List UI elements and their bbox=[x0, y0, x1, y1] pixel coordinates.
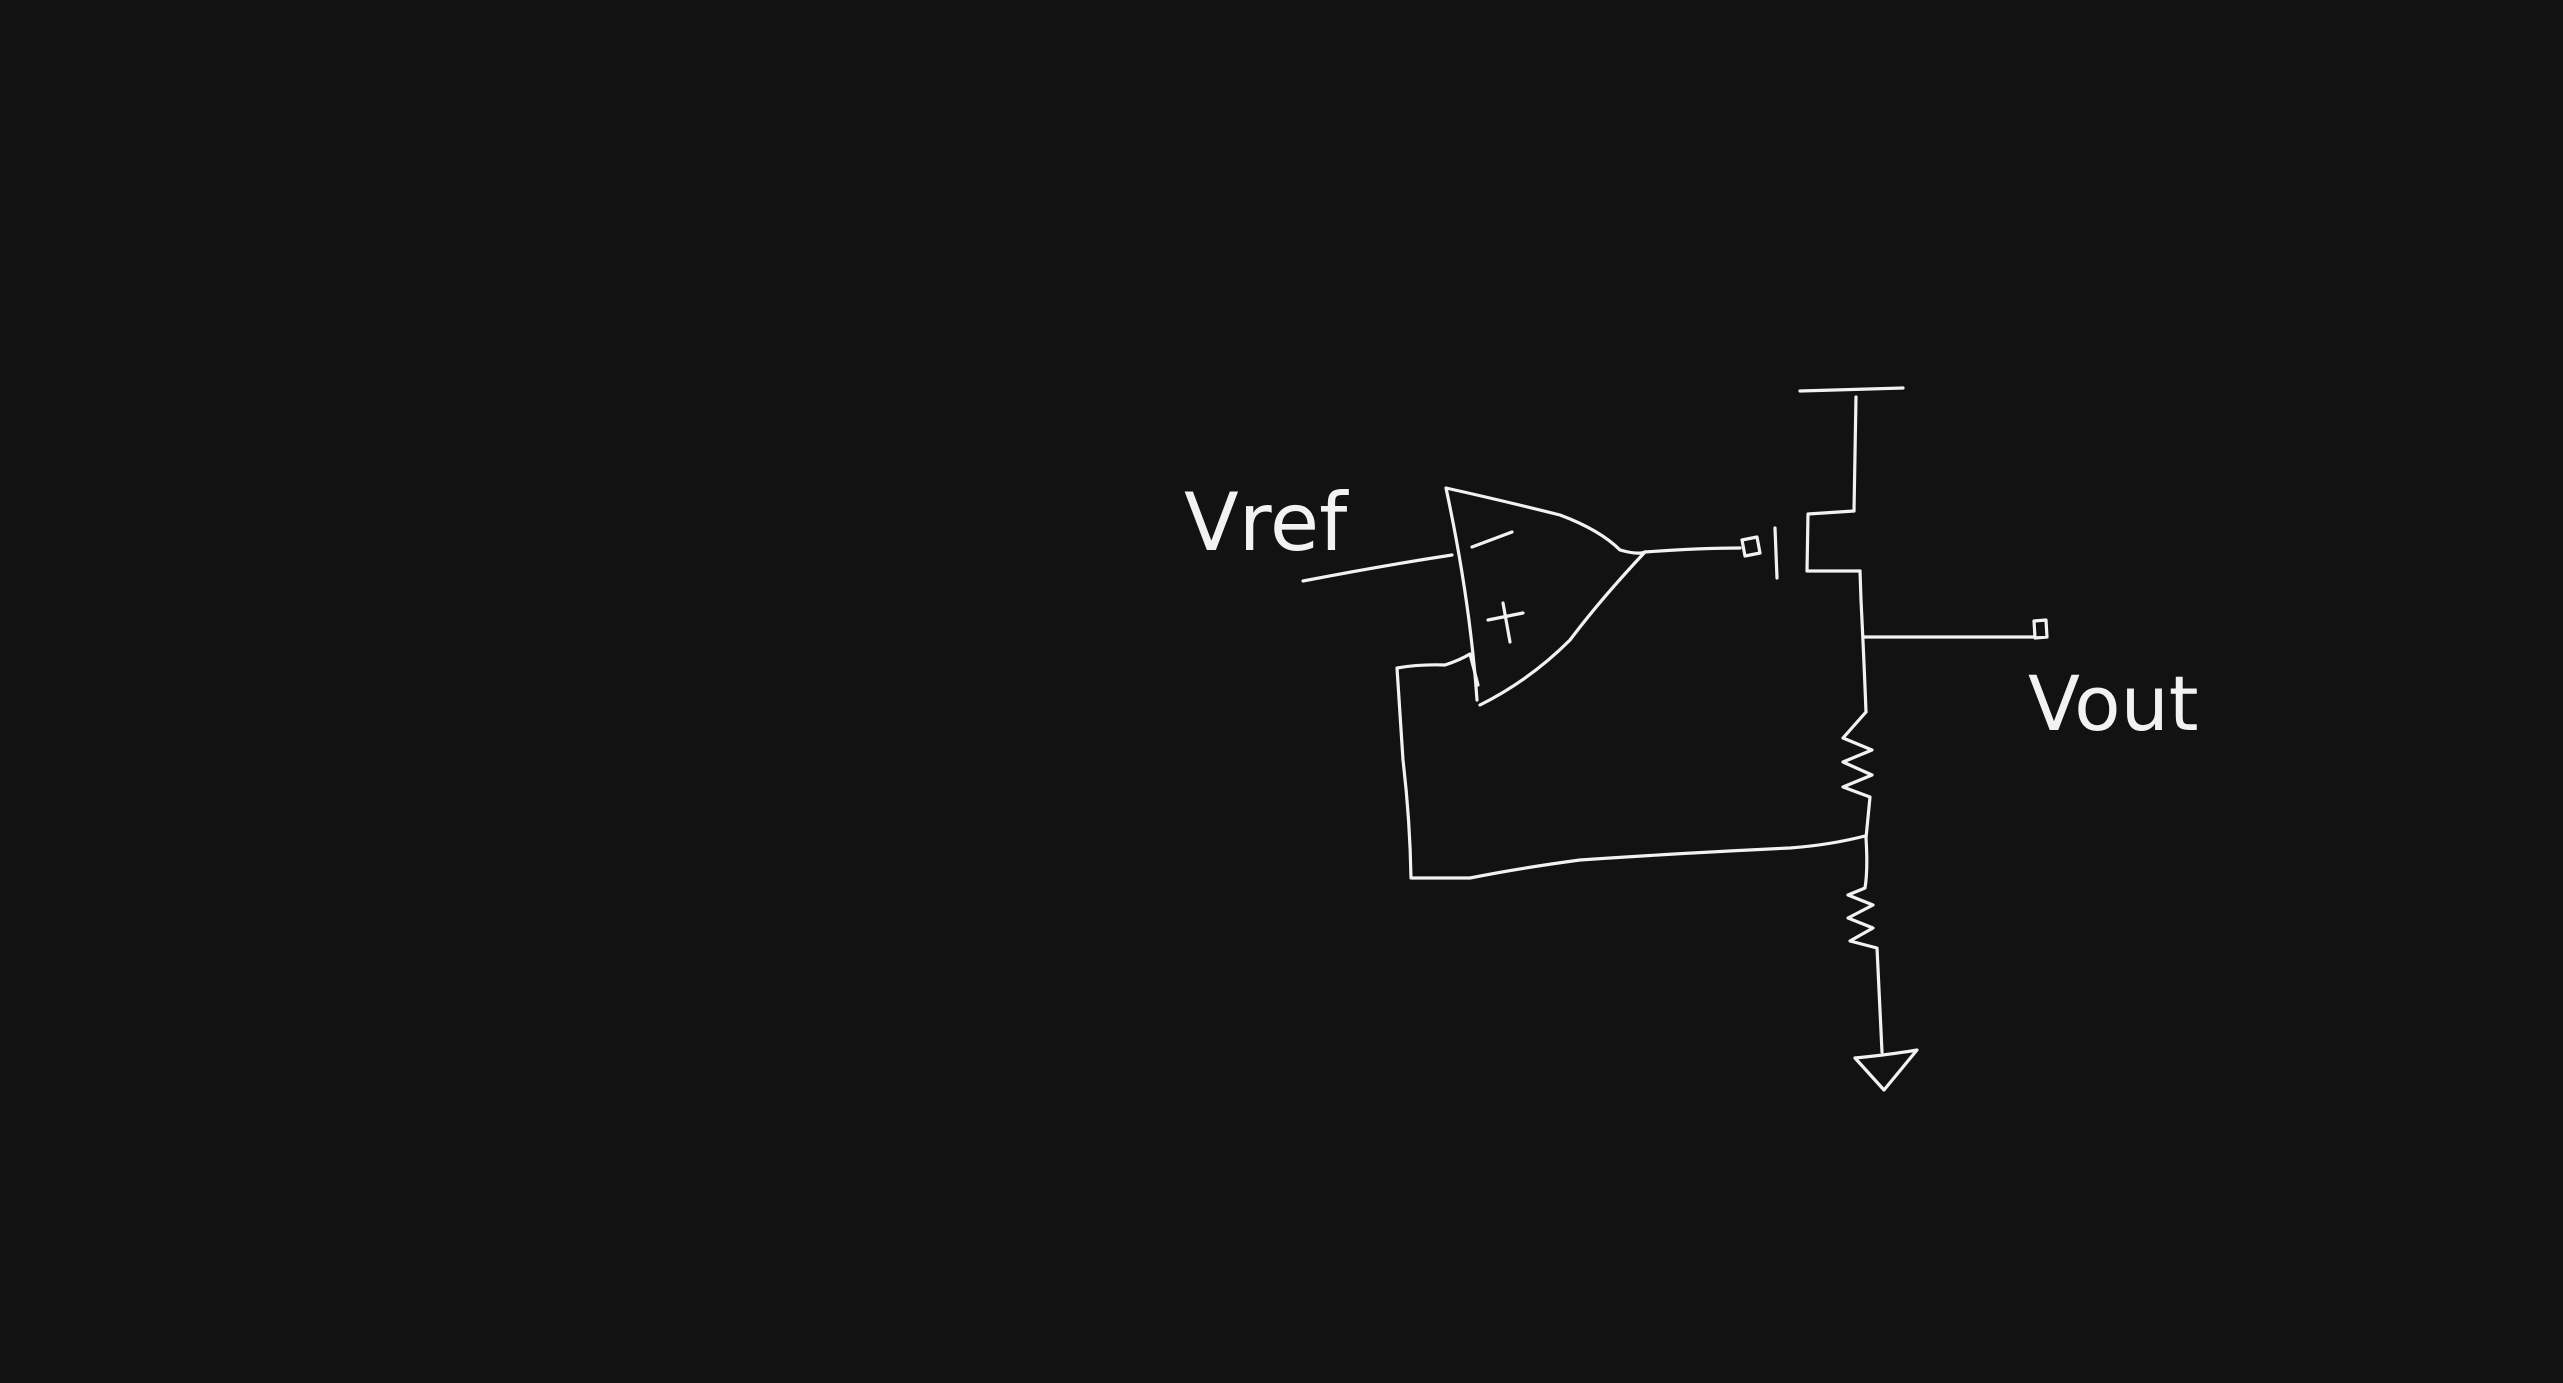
opamp-plus-sign bbox=[1486, 601, 1525, 644]
pmos-gate-bubble bbox=[1740, 535, 1762, 558]
opamp-output-wire bbox=[1643, 546, 1742, 554]
vout-terminal bbox=[2032, 618, 2049, 640]
pmos-channel bbox=[1805, 509, 1862, 573]
upper-resistor bbox=[1841, 710, 1874, 840]
vref-label: Vref bbox=[1184, 476, 1349, 569]
feedback-wire bbox=[1395, 652, 1867, 880]
vref-input-wire bbox=[1301, 553, 1454, 583]
pmos-gate-plate bbox=[1773, 526, 1779, 580]
lower-resistor bbox=[1846, 836, 1884, 1054]
opamp-minus-sign bbox=[1470, 530, 1514, 549]
drain-wire bbox=[1858, 569, 1868, 714]
vout-label: Vout bbox=[2028, 659, 2199, 748]
vdd-to-source-wire bbox=[1852, 395, 1858, 513]
feedback-entry-tick bbox=[1468, 652, 1480, 687]
vdd-rail bbox=[1798, 386, 1905, 393]
ground-symbol bbox=[1853, 1048, 1919, 1092]
